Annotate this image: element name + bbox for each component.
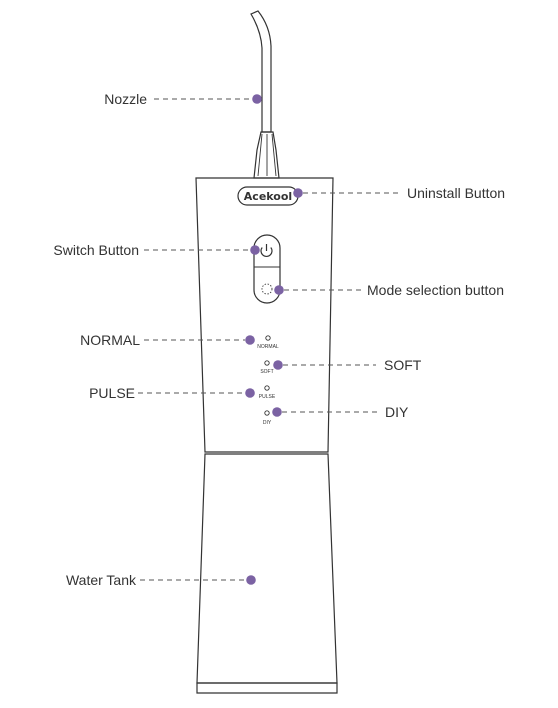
label-nozzle: Nozzle [104, 91, 147, 107]
indicator-diy-text: DIY [263, 420, 272, 426]
label-mode-selection-button: Mode selection button [367, 282, 504, 298]
handle-body [195, 177, 334, 453]
indicator-pulse-led [264, 385, 270, 391]
marker-uninstall-button [293, 188, 303, 198]
callout-markers [245, 94, 303, 585]
label-uninstall-button: Uninstall Button [407, 185, 505, 201]
marker-diy [272, 407, 282, 417]
label-pulse: PULSE [89, 385, 135, 401]
indicator-soft-text: SOFT [260, 369, 273, 375]
marker-switch-button [250, 245, 260, 255]
indicator-soft-led [264, 360, 270, 366]
marker-nozzle [252, 94, 262, 104]
mode-icon [261, 283, 273, 295]
control-pill [253, 234, 281, 304]
power-icon [260, 244, 273, 257]
indicator-normal-text: NORMAL [257, 344, 279, 350]
uninstall-button-shape: Acekool [237, 186, 299, 206]
brand-logo-text: Acekool [244, 190, 292, 203]
marker-normal [245, 335, 255, 345]
label-normal: NORMAL [80, 332, 140, 348]
leader-lines [138, 98, 400, 581]
indicator-diy-led [264, 410, 270, 416]
indicator-normal-led [265, 335, 271, 341]
mode-indicators: NORMAL SOFT PULSE DIY [257, 335, 279, 426]
marker-mode-selection-button [274, 285, 284, 295]
marker-soft [273, 360, 283, 370]
label-switch-button: Switch Button [53, 242, 139, 258]
indicator-pulse-text: PULSE [259, 394, 276, 400]
water-tank-shape [196, 453, 338, 694]
label-diy: DIY [385, 404, 409, 420]
nozzle-shape [250, 10, 280, 179]
label-water-tank: Water Tank [66, 572, 137, 588]
callout-labels: Nozzle Uninstall Button Switch Button Mo… [53, 91, 505, 588]
label-soft: SOFT [384, 357, 422, 373]
marker-pulse [245, 388, 255, 398]
marker-water-tank [246, 575, 256, 585]
